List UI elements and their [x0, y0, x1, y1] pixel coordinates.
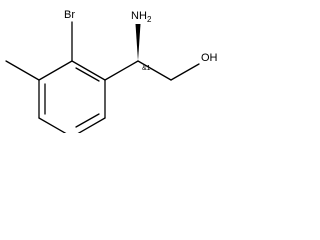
bond-c2-chiral-carbon	[104, 60, 139, 81]
bond-c6-methyl	[5, 60, 40, 81]
benzene-ring	[38, 60, 106, 133]
ring-bond-c3-c4	[77, 117, 106, 133]
stereo-annotation: &1	[142, 65, 151, 72]
bond-chiral-carbon-ch2	[137, 60, 172, 81]
amine-label: NH	[131, 10, 147, 22]
bond-ch2-hydroxyl	[170, 63, 200, 81]
bromine-label: Br	[64, 9, 75, 21]
ring-double-bond-inner-1	[75, 67, 100, 82]
hydroxyl-label: OH	[201, 52, 218, 64]
wedge-bond-amine	[135, 24, 141, 61]
ring-bond-c4-c5	[38, 117, 67, 133]
chemical-structure-diagram: Br NH 2 &1 OH	[5, 9, 218, 133]
ring-bond-c1-c2	[71, 60, 106, 81]
ring-double-bond-inner-2	[75, 113, 100, 128]
amine-subscript: 2	[147, 15, 152, 24]
ring-bond-c6-c1	[38, 60, 73, 81]
